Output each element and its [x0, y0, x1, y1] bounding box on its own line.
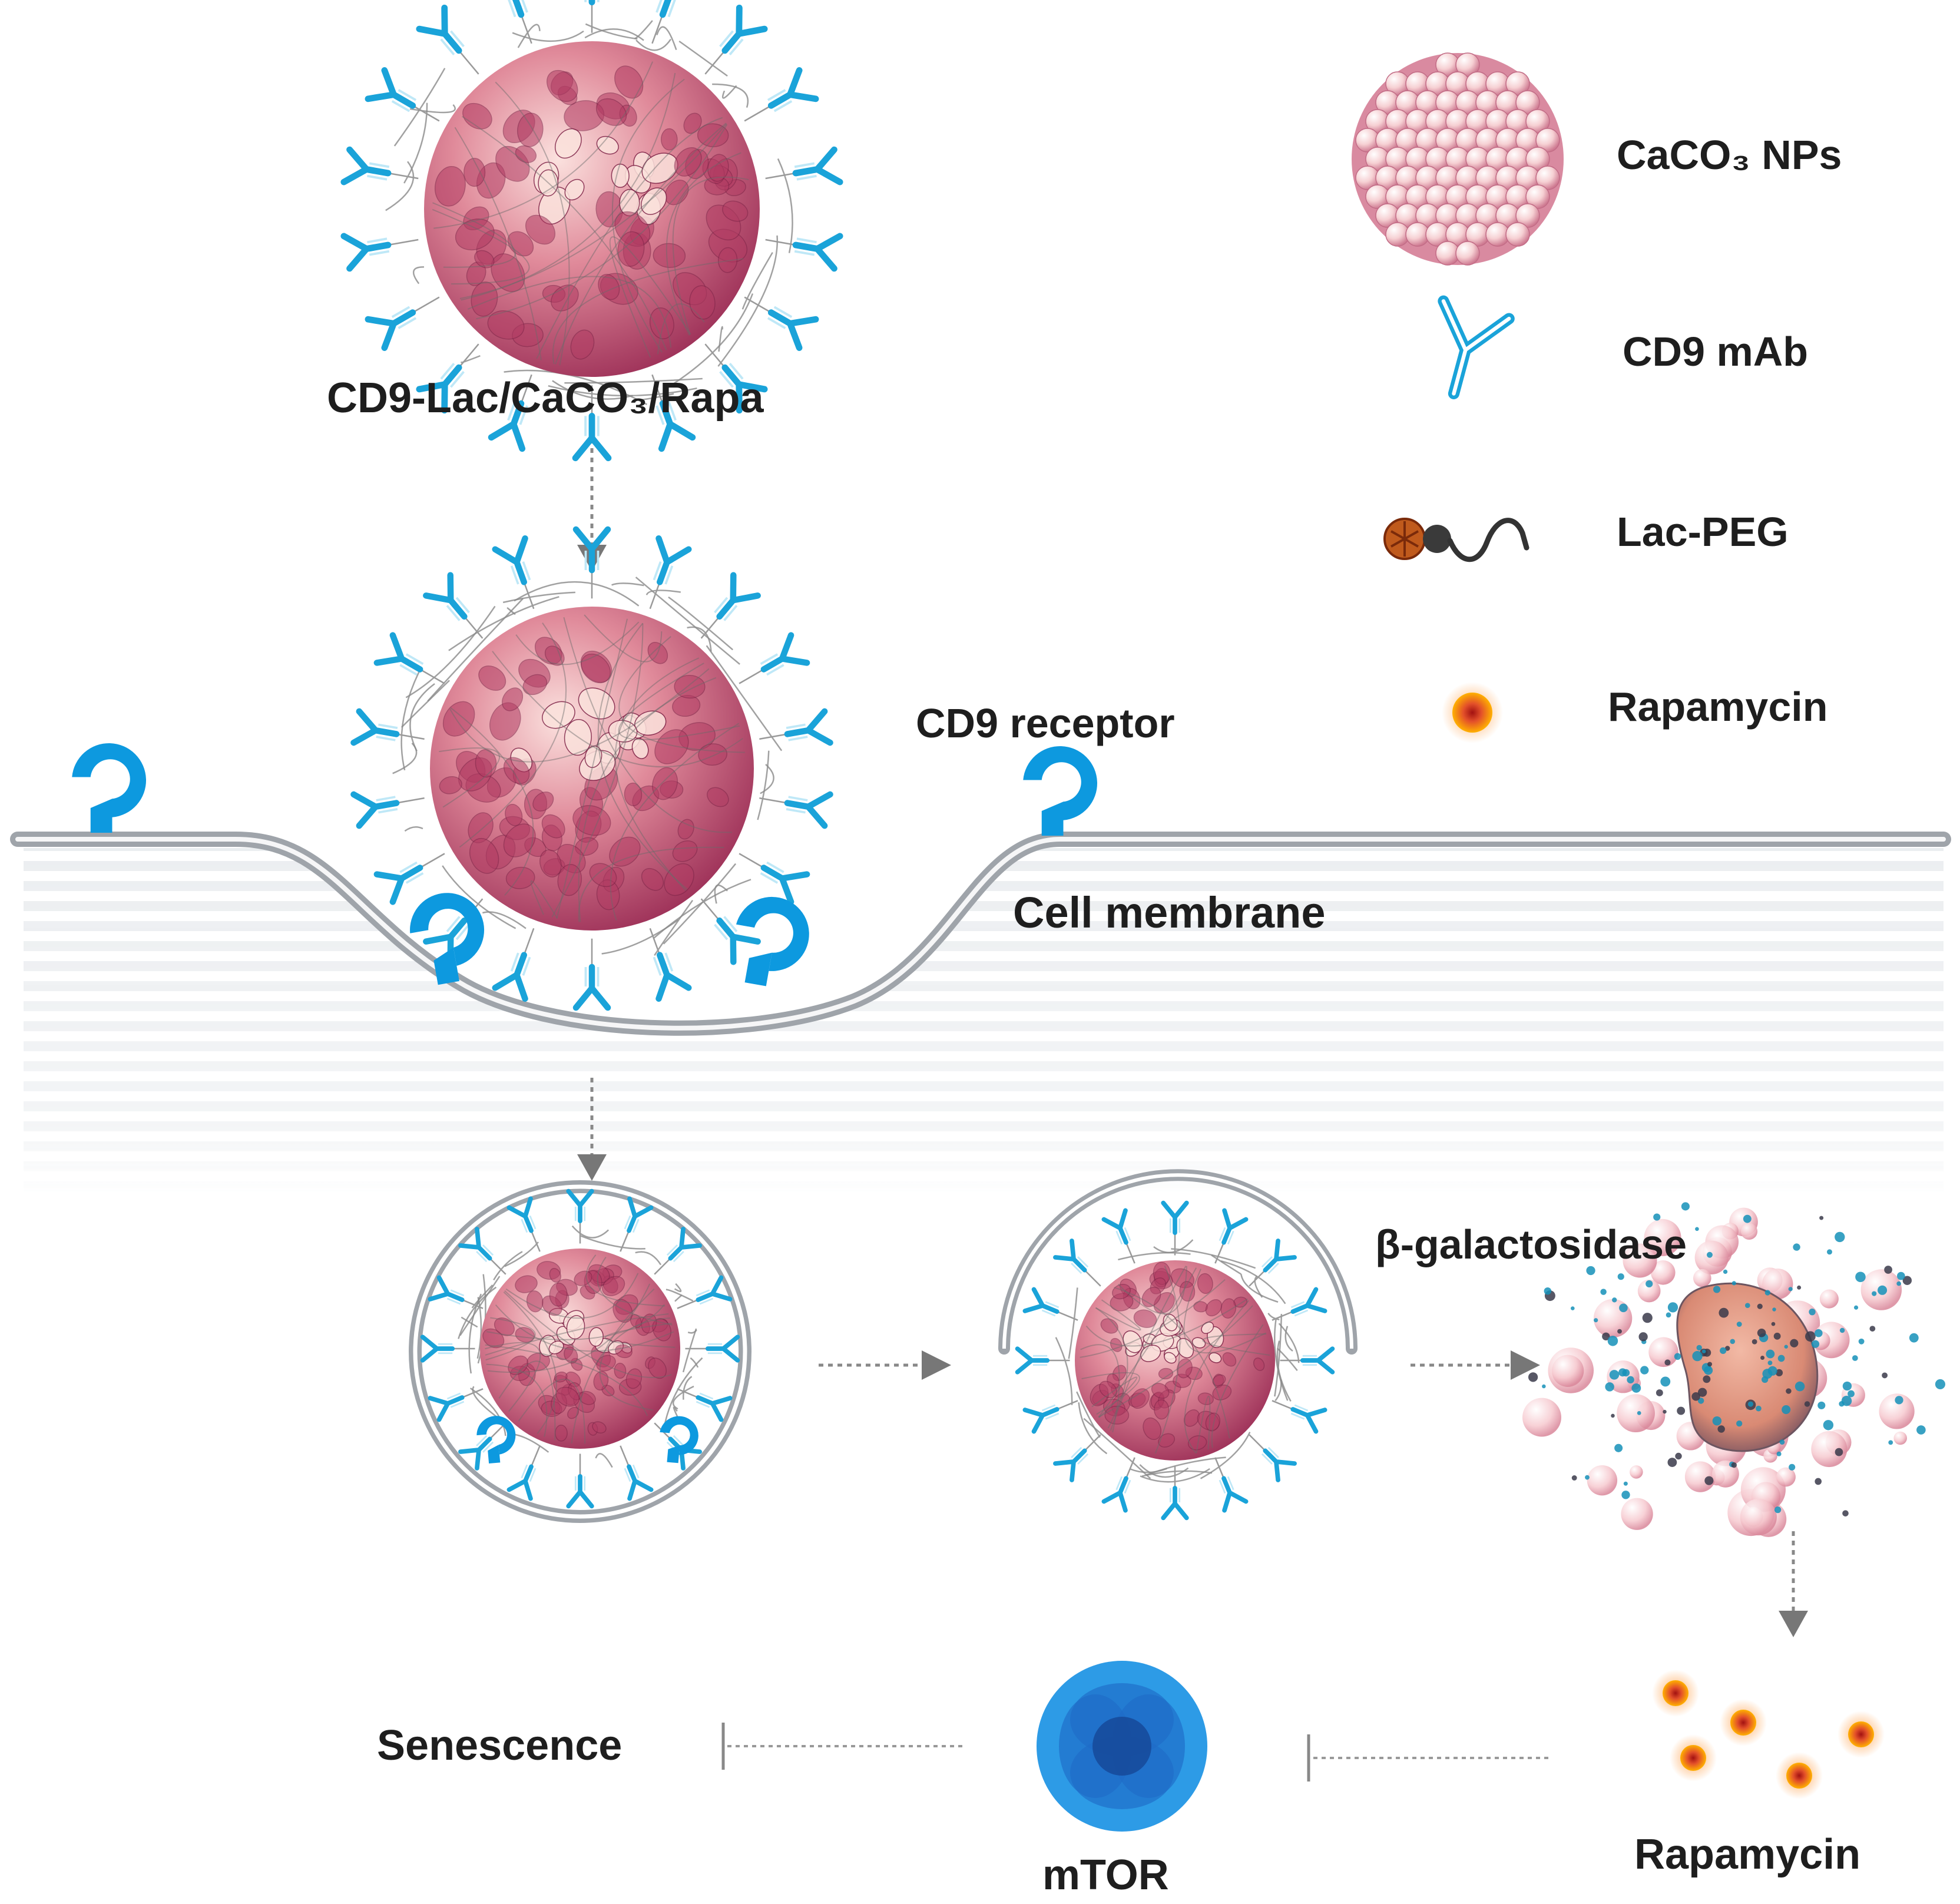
nanoparticle-binding-membrane: [350, 526, 833, 1011]
legend-label-lac-peg: Lac-PEG: [1617, 509, 1789, 555]
label-cd9-receptor: CD9 receptor: [916, 700, 1175, 746]
rapamycin-icon: [1442, 682, 1503, 743]
label-cell-membrane: Cell membrane: [1013, 888, 1326, 937]
label-senescence: Senescence: [377, 1722, 623, 1769]
degraded-particle-cloud: [1522, 1202, 1946, 1537]
label-beta-galactosidase: β-galactosidase: [1375, 1221, 1687, 1267]
released-rapamycin: [1652, 1670, 1885, 1799]
cd9-receptors: [72, 743, 1098, 1464]
legend-label-caco3: CaCO₃ NPs: [1617, 132, 1842, 178]
lac-peg-icon: [1383, 518, 1529, 562]
label-rapamycin-released: Rapamycin: [1634, 1831, 1861, 1878]
caco3-nanoparticle-icon: [1352, 52, 1564, 266]
label-mtor: mTOR: [1042, 1852, 1169, 1899]
label-cd9-lac-caco3-rapa: CD9-Lac/CaCO₃/Rapa: [327, 375, 764, 422]
legend-label-cd9-mab: CD9 mAb: [1623, 329, 1809, 375]
nanoparticle-in-endosome: [420, 1188, 740, 1509]
antibody-icon: [1438, 295, 1515, 399]
nanoparticle-escaping-endosome: [1015, 1200, 1335, 1521]
cytoplasm-stripes: [24, 848, 1944, 1201]
legend-label-rapamycin: Rapamycin: [1608, 684, 1828, 730]
nanoparticle-cd9-lac-caco3-rapa: [340, 0, 843, 462]
mtor-complex-icon: [1037, 1661, 1207, 1832]
